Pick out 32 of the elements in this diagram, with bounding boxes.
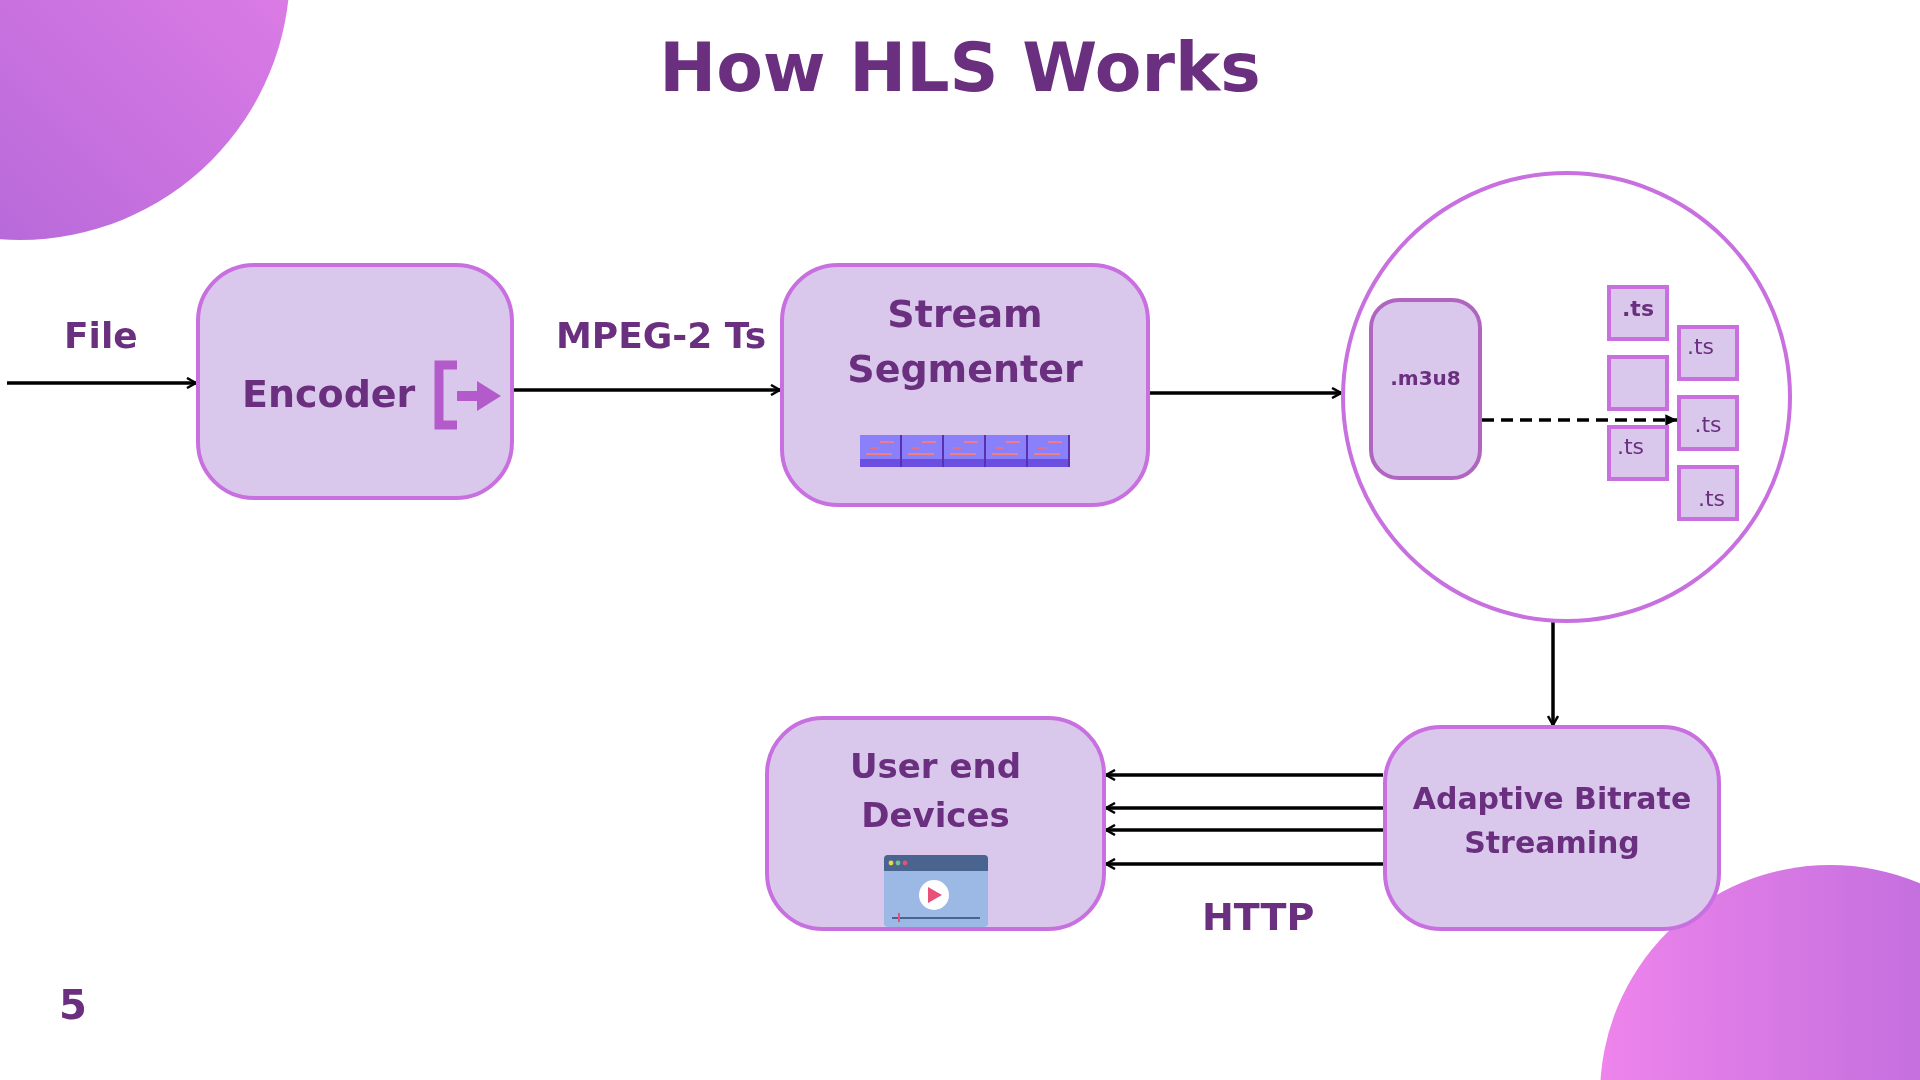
process-box <box>196 263 514 500</box>
node-label: User end Devices <box>848 745 1023 838</box>
arrow <box>1104 857 1383 871</box>
process-box <box>765 716 1106 931</box>
arrow <box>1546 622 1560 727</box>
segment-file-box <box>1677 325 1739 381</box>
node-label: Encoder <box>242 371 416 418</box>
title: How HLS Works <box>659 28 1261 107</box>
process-box <box>1383 725 1721 931</box>
arrow <box>1482 414 1677 426</box>
file-label: .ts <box>1697 485 1725 513</box>
segment-file-box <box>1607 355 1669 411</box>
segment-file-box <box>1677 465 1739 521</box>
arrow <box>7 376 198 390</box>
process-box <box>780 263 1150 507</box>
arrow <box>514 383 782 397</box>
playlist-box <box>1369 298 1482 480</box>
arrow <box>1104 801 1383 815</box>
storage-circle <box>1341 171 1792 623</box>
file-label: .ts <box>1617 433 1645 461</box>
node-label: Stream Segmenter <box>846 291 1084 394</box>
arrow <box>1104 768 1383 782</box>
file-label: .ts <box>1622 295 1654 323</box>
segment-file-box <box>1607 285 1669 341</box>
file-label: .ts <box>1694 411 1722 439</box>
node-label: Adaptive Bitrate Streaming <box>1411 780 1693 862</box>
segment-file-box <box>1677 395 1739 451</box>
file-label: .m3u8 <box>1390 365 1461 392</box>
arrow <box>1104 823 1383 837</box>
arrow <box>1150 386 1343 400</box>
file-label: .ts <box>1687 333 1715 361</box>
segment-file-box <box>1607 425 1669 481</box>
